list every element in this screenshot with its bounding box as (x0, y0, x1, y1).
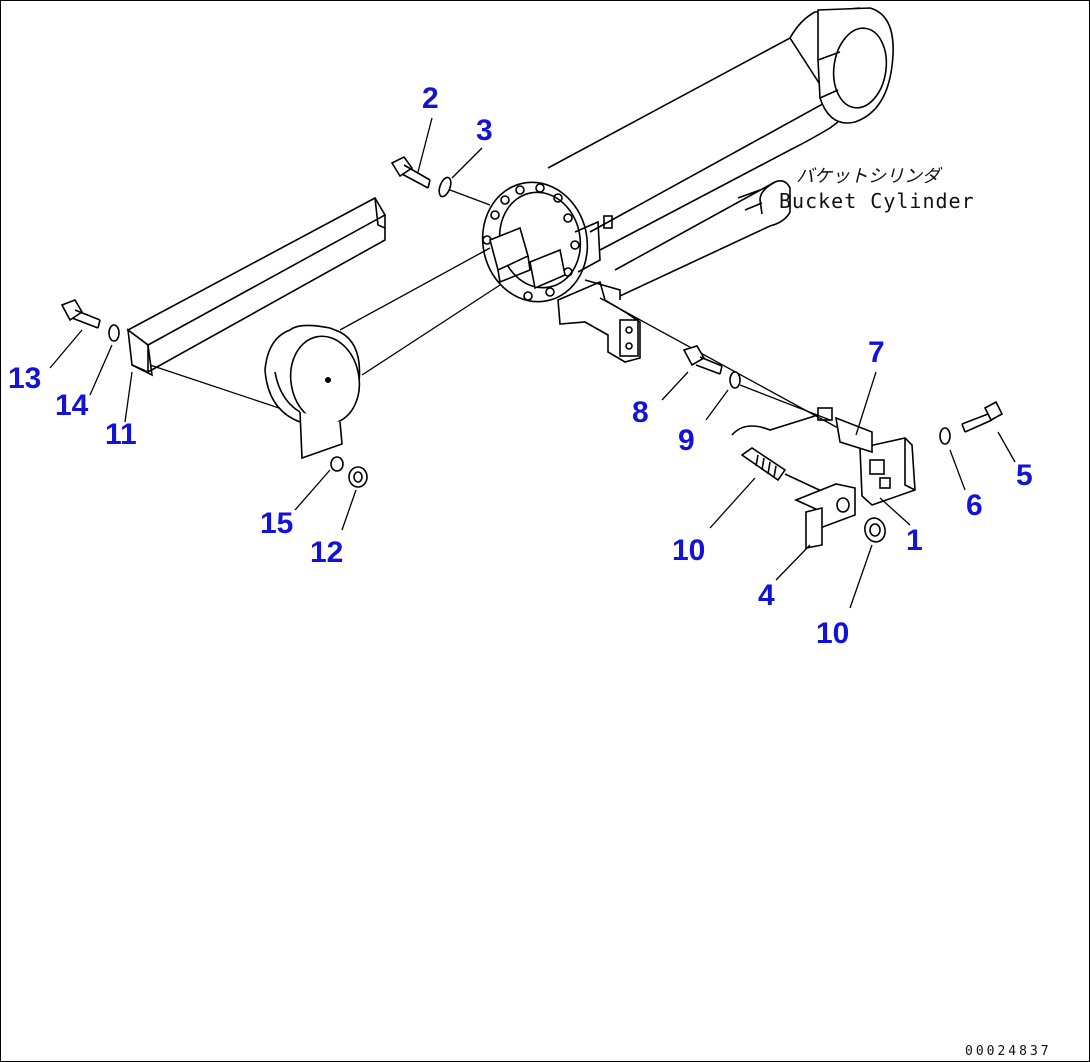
callout-10-sensor: 10 (672, 534, 705, 567)
callout-4: 4 (758, 579, 775, 612)
clamp-4 (793, 483, 856, 549)
proximity-sensor-10 (731, 414, 831, 496)
bucket-cylinder (481, 7, 894, 363)
callout-5: 5 (1016, 459, 1033, 492)
component-label-en: Bucket Cylinder (779, 189, 975, 213)
bolt-2 (390, 155, 431, 189)
assembly-lines (149, 189, 861, 441)
callout-2: 2 (422, 82, 439, 115)
callout-6: 6 (966, 489, 983, 522)
callout-8: 8 (632, 396, 649, 429)
bracket-1 (817, 407, 916, 506)
drawing-number: 00024837 (965, 1044, 1052, 1059)
callout-15: 15 (260, 507, 293, 540)
callout-1: 1 (906, 524, 923, 557)
bolt-8 (682, 345, 723, 375)
component-label-jp: バケットシリンダ (796, 166, 943, 187)
callout-leaders (49, 117, 1016, 609)
callout-11: 11 (105, 418, 137, 451)
washer-14 (108, 324, 120, 342)
washer-3 (438, 176, 452, 198)
callout-3: 3 (476, 114, 493, 147)
callout-12: 12 (310, 536, 343, 569)
washer-15 (330, 456, 344, 472)
callout-10-nut: 10 (816, 617, 849, 650)
nut-10 (864, 517, 886, 543)
bolt-13 (60, 299, 101, 329)
callout-9: 9 (678, 424, 695, 457)
washer-6 (939, 427, 951, 445)
angle-bar (126, 196, 387, 377)
callout-numbers: 2 3 13 14 11 15 12 8 9 7 5 6 1 10 4 10 (8, 82, 1033, 650)
callout-14: 14 (55, 389, 89, 422)
cover-drum (264, 324, 361, 460)
nut-12 (348, 466, 368, 488)
callout-13: 13 (8, 362, 41, 395)
callout-7: 7 (868, 336, 885, 369)
washer-9 (729, 371, 741, 389)
bolt-5 (961, 400, 1004, 433)
